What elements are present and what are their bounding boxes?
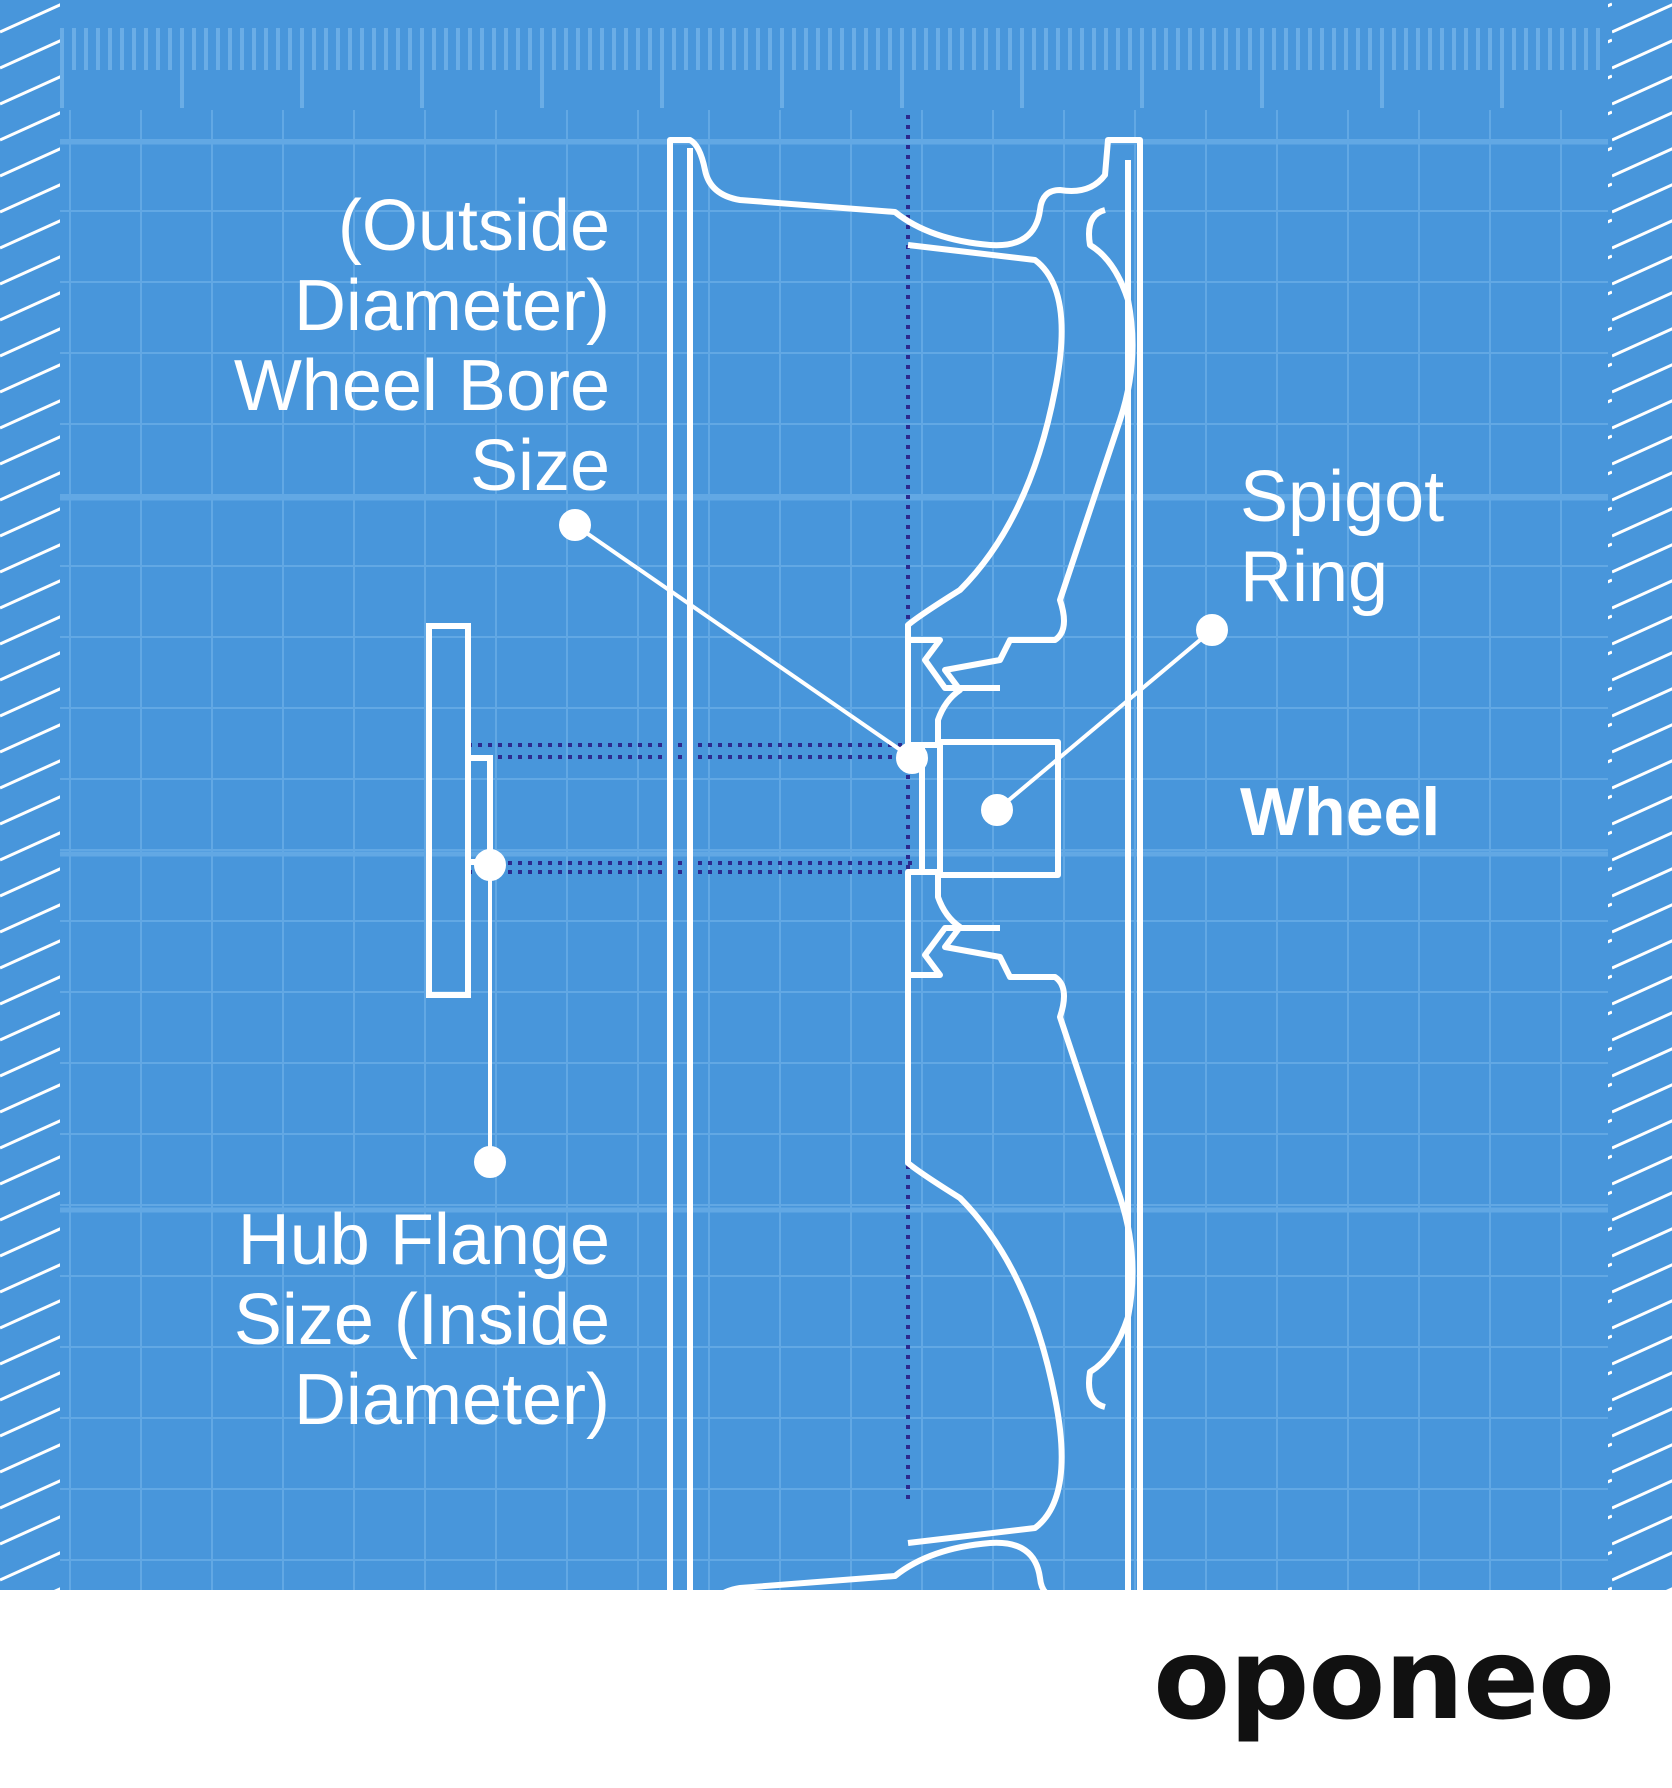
- bore-callout-dot: [559, 509, 591, 541]
- wheel-bore-line-4: Size: [469, 426, 610, 506]
- lower-notch: [908, 925, 1000, 978]
- wheel-bore-line-1: (Outside: [337, 186, 610, 266]
- flange-target-dot: [474, 849, 506, 881]
- spigot-ring-line-1: Spigot: [1240, 457, 1445, 537]
- flange-callout-dot: [474, 1146, 506, 1178]
- wheel-cross-section: [667, 137, 1143, 1651]
- wheel-outer-contour: [667, 137, 1143, 1651]
- spoke-lower: [905, 869, 1136, 1546]
- right-hatched-margin: [1608, 0, 1672, 1590]
- hub-flange-line-3: Diameter): [293, 1360, 610, 1440]
- blueprint-grid: [60, 110, 1608, 1590]
- spigot-leader-line: [995, 628, 1214, 812]
- hub-flange-line-2: Size (Inside: [233, 1280, 610, 1360]
- spigot-callout-dot: [1196, 614, 1228, 646]
- wheel-label: Wheel: [1240, 774, 1441, 850]
- wheel-bore-line-3: Wheel Bore: [233, 346, 610, 426]
- spoke-upper: [905, 207, 1136, 748]
- left-hatched-margin: [0, 0, 60, 1590]
- wheel-bore-size-label: (Outside Diameter) Wheel Bore Size: [234, 186, 610, 506]
- spigot-ring-line-2: Ring: [1240, 537, 1389, 617]
- hub-flange-size-label: Hub Flange Size (Inside Diameter): [234, 1200, 610, 1440]
- spigot-target-dot: [981, 794, 1013, 826]
- top-ruler: [60, 28, 1600, 108]
- oponeo-logo: oponeo: [1153, 1615, 1615, 1745]
- spigot-ring-label: Spigot Ring: [1240, 457, 1444, 617]
- wheel-bore-line-2: Diameter): [293, 266, 610, 346]
- upper-notch: [908, 637, 1000, 691]
- bore-target-dot: [896, 742, 928, 774]
- blueprint-background: [0, 0, 1672, 1590]
- hub-flange-line-1: Hub Flange: [237, 1200, 610, 1280]
- bore-leader-line: [573, 523, 914, 760]
- spigot-ring-block: [937, 739, 1061, 878]
- callouts: [474, 509, 1228, 1178]
